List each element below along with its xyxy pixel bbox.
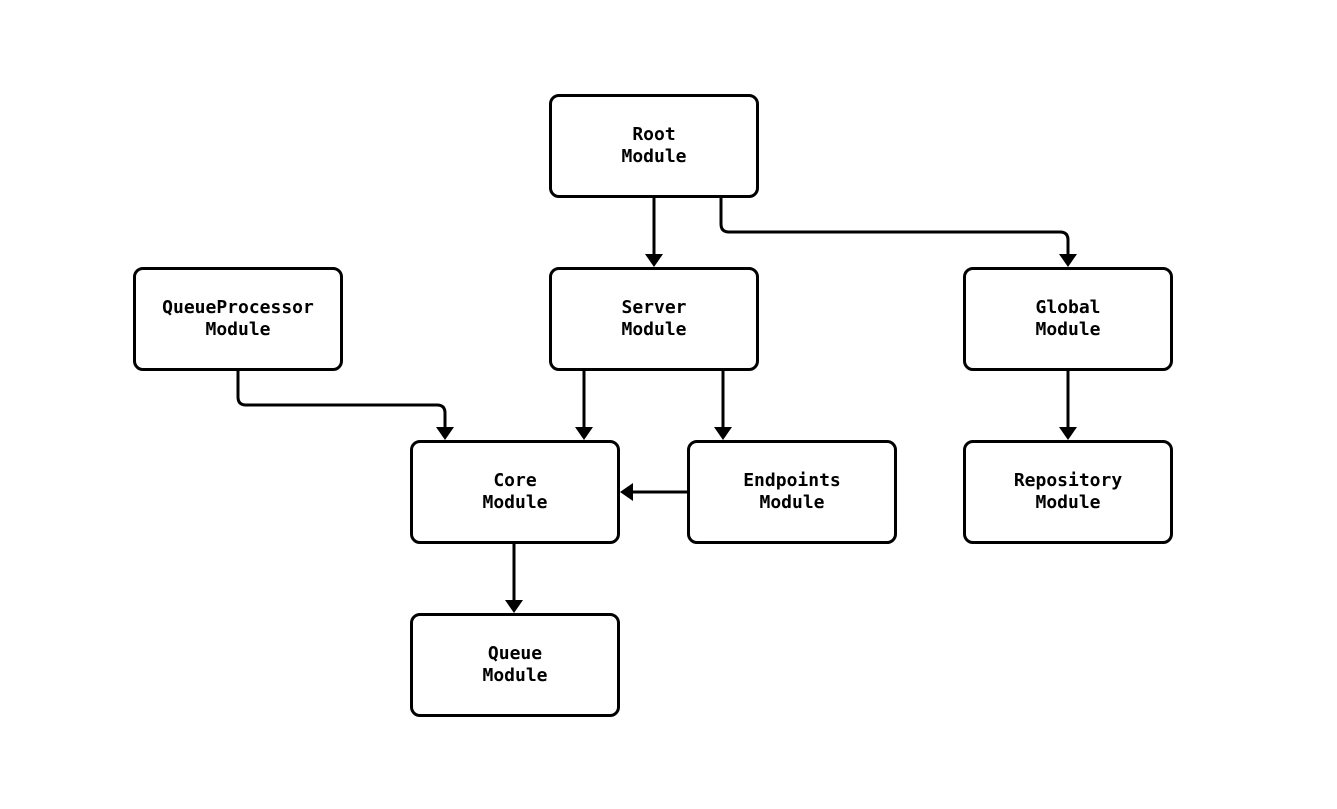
edge-server-to-core-arrowhead	[575, 427, 593, 440]
node-label-secondary: Module	[1035, 492, 1101, 513]
node-label-primary: Root	[632, 124, 676, 145]
node-label-secondary: Module	[1035, 319, 1101, 340]
node-label-primary: Server	[621, 297, 687, 318]
node-label-secondary: Module	[482, 665, 548, 686]
node-label-primary: Core	[493, 470, 537, 491]
node-label-secondary: Module	[482, 492, 548, 513]
node-label-secondary: Module	[621, 146, 687, 167]
node-label-secondary: Module	[621, 319, 687, 340]
node-label-primary: Global	[1035, 297, 1101, 318]
edge-root-to-global-arrowhead	[1059, 254, 1077, 267]
edge-queueprocessor-to-core-arrowhead	[436, 427, 454, 440]
node-label-secondary: Module	[205, 319, 271, 340]
node-label-primary: Repository	[1013, 470, 1123, 491]
node-label-secondary: Module	[759, 492, 825, 513]
node-label-primary: Endpoints	[743, 470, 841, 491]
edge-global-to-repository-arrowhead	[1059, 427, 1077, 440]
edge-root-to-server-arrowhead	[645, 254, 663, 267]
edge-endpoints-to-core-arrowhead	[620, 483, 633, 501]
edge-core-to-queue-arrowhead	[505, 600, 523, 613]
edge-server-to-endpoints-arrowhead	[714, 427, 732, 440]
node-label-primary: QueueProcessor	[162, 297, 314, 318]
edge-queueprocessor-to-core	[236, 371, 447, 428]
node-label-primary: Queue	[487, 643, 543, 664]
edge-root-to-global	[719, 198, 1070, 255]
